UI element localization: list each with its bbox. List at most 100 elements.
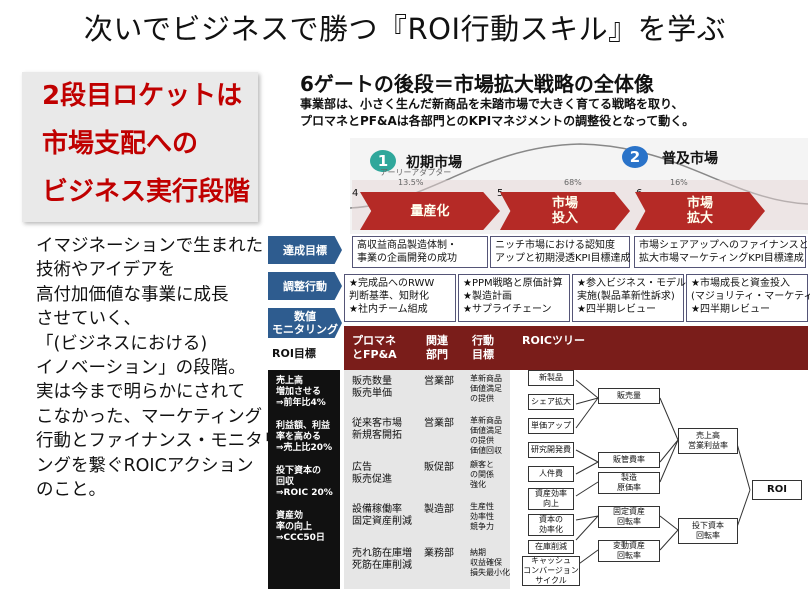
table-row: 従来客市場新規客開拓 [352, 418, 402, 441]
roic-mid: 製造 原価率 [598, 472, 660, 494]
roic-leaf: 資産効率 向上 [528, 488, 574, 510]
roic-leaf: 新製品 [528, 370, 574, 386]
row-dept: 製造部 [424, 504, 454, 515]
roic-root: ROI [752, 480, 802, 500]
table-row: 広告販売促進 [352, 462, 392, 485]
desc-line: こなかった、マーケティング [36, 406, 263, 427]
roic-leaf: 在庫削減 [528, 540, 574, 554]
rocket-line-1: 2段目ロケットは [42, 81, 243, 111]
desc-line: のこと。 [36, 480, 106, 501]
roi-target-4: 資産効率の向上⇒CCC50日 [276, 511, 325, 543]
subtext-line: 事業部は、小さく生んだ新商品を未踏市場で大きく育てる戦略を取り、 [300, 97, 684, 111]
arrow-market-launch: 市場 投入 [500, 192, 630, 230]
row-goal: 生産性効率性競争力 [470, 502, 494, 531]
label-roi: ROI目標 [272, 347, 316, 360]
table-row: 売れ筋在庫増死筋在庫削減 [352, 548, 412, 571]
phase2-number: 2 [622, 146, 648, 168]
goal-box-2: ニッチ市場における認知度 アップと初期浸透KPI目標達成 [490, 236, 631, 268]
roic-mid: 販売量 [598, 388, 660, 404]
phase1-note: アーリーアダプター [380, 168, 452, 177]
goal-box-1: 高収益商品製造体制・ 事業の企画開発の成功 [352, 236, 488, 268]
roic-leaf: キャッシュ コンバージョン サイクル [522, 556, 580, 586]
roic-leaf: 研究開発費 [528, 442, 574, 458]
action-box-2: ★PPM戦略と原価計算 ★製造計画 ★サプライチェーン [458, 274, 570, 322]
phase2-label: 普及市場 [662, 151, 718, 167]
row-goal: 革新商品価値満足の提供 [470, 374, 502, 403]
desc-line: 高付加価値な事業に成長 [36, 284, 229, 305]
gate-4: 4 [352, 188, 359, 199]
row-dept: 営業部 [424, 376, 454, 387]
action-text: 判断基準、知財化 [349, 291, 429, 302]
subtext-line: プロマネとPF&Aは各部門とのKPIマネジメントの調整役となって動く。 [300, 114, 695, 128]
table-row: 設備稼働率固定資産削減 [352, 504, 412, 527]
roic-tree-lines-icon [575, 379, 751, 567]
action-text: ★社内チーム組成 [349, 304, 428, 315]
section-subtext: 事業部は、小さく生んだ新商品を未踏市場で大きく育てる戦略を取り、 プロマネとPF… [300, 96, 694, 130]
roi-target-1: 売上高増加させる⇒前年比4% [276, 376, 326, 408]
goal-text: アップと初期浸透KPI目標達成 [495, 253, 631, 264]
action-box-4: ★市場成長と資金投入 (マジョリティ・マーケティング) ★四半期レビュー [686, 274, 810, 322]
row-dept: 販促部 [424, 462, 454, 473]
market-diagram: 1 初期市場 2 普及市場 アーリーアダプター 13.5% 68% 16% 4 … [350, 138, 808, 234]
right-percent: 16% [670, 178, 688, 187]
table-header: プロマネ とFP&A 関連 部門 行動 目標 ROICツリー [344, 326, 808, 370]
roic-mid: 販管費率 [598, 452, 660, 468]
desc-line: させていく、 [36, 309, 141, 330]
desc-line: 実は今まで明らかにされて [36, 382, 246, 403]
desc-line: イノベーション」の段階。 [36, 358, 246, 379]
roi-target-column: 売上高増加させる⇒前年比4% 利益額、利益率を高める⇒売上比20% 投下資本の回… [268, 370, 340, 589]
arrow-market-expansion: 市場 拡大 [635, 192, 765, 230]
roi-target-3: 投下資本の回収⇒ROIC 20% [276, 466, 333, 498]
phase1-percent: 13.5% [398, 178, 424, 187]
action-text: ★PPM戦略と原価計算 [463, 278, 563, 289]
action-text: ★サプライチェーン [463, 304, 552, 315]
goal-text: 事業の企画開発の成功 [357, 253, 457, 264]
label-goal: 達成目標 [268, 236, 342, 264]
col-roic: ROICツリー [522, 334, 585, 347]
row-goal: 顧客との関係強化 [470, 460, 494, 489]
rocket-callout: 2段目ロケットは 市場支配への ビジネス実行段階 [22, 72, 258, 222]
mid-percent: 68% [564, 178, 582, 187]
row-dept: 営業部 [424, 418, 454, 429]
label-action: 調整行動 [268, 272, 342, 300]
action-text: ★製造計画 [463, 291, 512, 302]
action-box-1: ★完成品へのRWW 判断基準、知財化 ★社内チーム組成 [344, 274, 456, 322]
action-text: ★四半期レビュー [577, 304, 656, 315]
phase1-number: 1 [370, 150, 396, 172]
goal-text: ニッチ市場における認知度 [495, 240, 615, 251]
row-goal: 納期収益確保損失最小化 [470, 548, 510, 577]
goal-text: 拡大市場マーケティングKPI目標達成 [639, 253, 804, 264]
roic-leaf: 人件費 [528, 466, 574, 482]
row-goal: 革新商品価値満足の提供価値回収 [470, 416, 502, 455]
roic-mid: 固定資産 回転率 [598, 506, 660, 528]
goal-box-3: 市場シェアアップへのファイナンスと 拡大市場マーケティングKPI目標達成 [634, 236, 809, 268]
roic-upper: 投下資本 回転率 [678, 518, 738, 544]
col-goal: 行動 目標 [472, 334, 494, 361]
roic-upper: 売上高 営業利益率 [678, 428, 738, 454]
desc-line: ングを繋ぐROICアクション [36, 455, 254, 476]
page-title: 次いでビジネスで勝つ『ROI行動スキル』を学ぶ [83, 12, 727, 46]
desc-line: 技術やアイデアを [36, 260, 176, 281]
arrow-mass-production: 量産化 [360, 192, 500, 230]
roi-target-2: 利益額、利益率を高める⇒売上比20% [276, 421, 333, 453]
roic-leaf: 単価アップ [528, 418, 574, 434]
gate-5: 5 [497, 188, 504, 199]
goal-text: 市場シェアアップへのファイナンスと [639, 240, 809, 251]
goal-text: 高収益商品製造体制・ [357, 240, 457, 251]
rocket-line-2: 市場支配への [42, 129, 199, 159]
action-box-3: ★参入ビジネス・モデル 実施(製品革新性訴求) ★四半期レビュー [572, 274, 686, 322]
action-text: ★四半期レビュー [691, 304, 770, 315]
phase1-label: 初期市場 [406, 155, 462, 171]
action-text: (マジョリティ・マーケティング) [691, 291, 810, 302]
roic-leaf: 資本の 効率化 [528, 514, 574, 536]
action-text: ★完成品へのRWW [349, 278, 435, 289]
table-body [344, 370, 510, 589]
desc-line: 行動とファイナンス・モニタリ [36, 431, 281, 452]
col-pm: プロマネ とFP&A [352, 334, 397, 361]
roic-mid: 変動資産 回転率 [598, 540, 660, 562]
action-text: 実施(製品革新性訴求) [577, 291, 675, 302]
table-row: 販売数量販売単価 [352, 376, 392, 399]
action-text: ★市場成長と資金投入 [691, 278, 790, 289]
rocket-line-3: ビジネス実行段階 [42, 177, 251, 207]
desc-line: 「(ビジネスにおける) [36, 333, 208, 354]
